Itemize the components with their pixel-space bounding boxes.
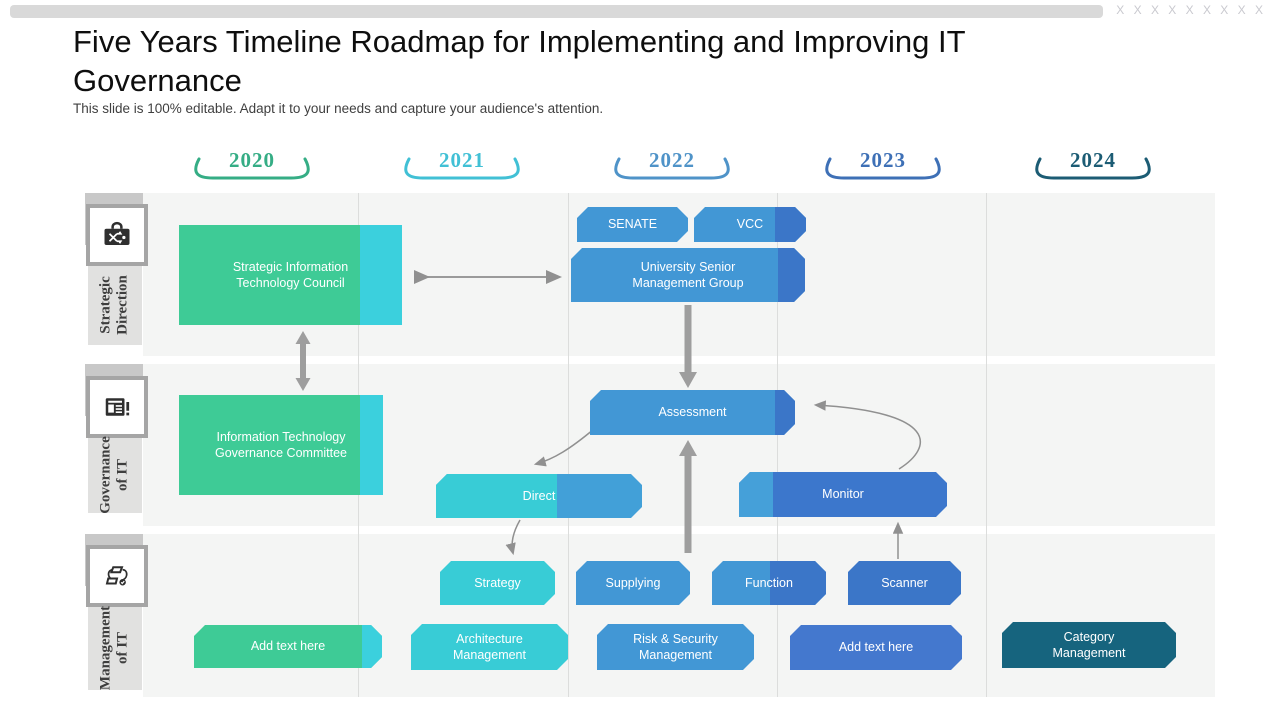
accent-strip [360, 395, 383, 495]
watermark-text: X X X X X X X X X [1116, 3, 1266, 17]
box-strategy: Strategy [440, 561, 555, 605]
accent-strip [770, 561, 826, 605]
strategy-route-icon [104, 221, 130, 245]
column-gridline [986, 193, 987, 697]
workflow-icon [105, 566, 128, 586]
box-function: Function [712, 561, 826, 605]
year-marker-2020: 2020 [187, 148, 317, 186]
box-strategic-information-technology-council: Strategic Information Technology Council [179, 225, 402, 325]
box-scanner: Scanner [848, 561, 961, 605]
row-label-strip [88, 607, 142, 690]
box-add-text-here-2: Add text here [790, 625, 962, 670]
arrow-monitor-assessment [813, 400, 921, 470]
box-direct: Direct [436, 474, 642, 518]
year-label: 2021 [439, 148, 485, 172]
year-label: 2022 [649, 148, 695, 172]
year-bracket [194, 157, 310, 180]
column-gridline [568, 193, 569, 697]
year-marker-2024: 2024 [1028, 148, 1158, 186]
box-information-technology-governance-committee: Information Technology Governance Commit… [179, 395, 383, 495]
year-bracket [825, 157, 941, 180]
row-label-strip [88, 438, 142, 513]
box-assessment: Assessment [590, 390, 795, 435]
accent-strip [436, 474, 557, 518]
row-icon-box [86, 204, 148, 266]
box-supplying: Supplying [576, 561, 690, 605]
year-marker-2022: 2022 [607, 148, 737, 186]
accent-strip [778, 248, 805, 302]
year-label: 2023 [860, 148, 906, 172]
arrow-usmg-assessment [679, 305, 697, 388]
year-label: 2020 [229, 148, 275, 172]
arrow-council-committee [295, 331, 311, 391]
arrow-up-assessment [679, 440, 697, 553]
accent-strip [775, 390, 795, 435]
box-senate: SENATE [577, 207, 688, 242]
year-bracket [614, 157, 730, 180]
box-vcc: VCC [694, 207, 806, 242]
year-label: 2024 [1070, 148, 1116, 172]
box-architecture-management: Architecture Management [411, 624, 568, 670]
page-subtitle: This slide is 100% editable. Adapt it to… [73, 101, 604, 116]
box-risk-security-management: Risk & Security Management [597, 624, 754, 670]
box-monitor: Monitor [739, 472, 947, 517]
report-document-icon [105, 398, 130, 416]
year-marker-2021: 2021 [397, 148, 527, 186]
row-icon-box [86, 545, 148, 607]
accent-strip [360, 225, 402, 325]
row-icon-box [86, 376, 148, 438]
accent-strip [739, 472, 773, 517]
accent-strip [775, 207, 806, 242]
box-university-senior-management-group: University Senior Management Group [571, 248, 805, 302]
arrow-assessment-direct [533, 428, 595, 467]
year-marker-2023: 2023 [818, 148, 948, 186]
column-gridline [777, 193, 778, 697]
year-bracket [404, 157, 520, 180]
box-add-text-here-1: Add text here [194, 625, 382, 668]
top-accent-bar [10, 5, 1103, 18]
box-category-management: Category Management [1002, 622, 1176, 668]
year-bracket [1035, 157, 1151, 180]
accent-strip [362, 625, 382, 668]
row-label-strip [88, 266, 142, 345]
arrow-direct-strategy [505, 519, 521, 556]
page-title: Five Years Timeline Roadmap for Implemen… [73, 24, 965, 99]
